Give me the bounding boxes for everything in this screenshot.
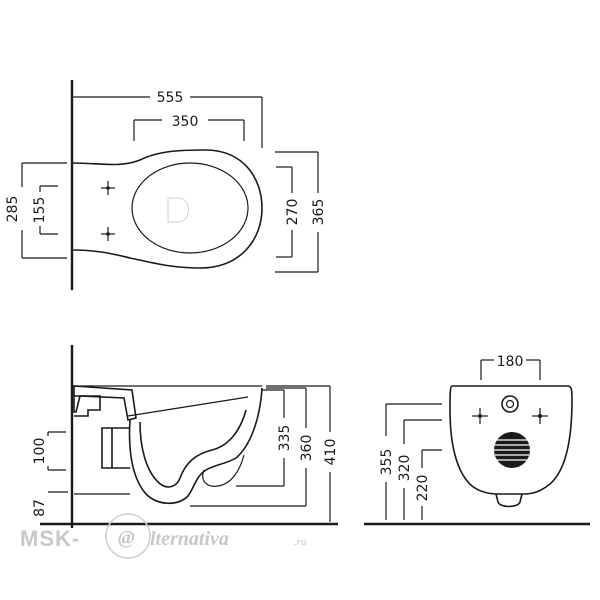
side-seat: [73, 385, 137, 421]
side-view: 100 87 335 360 410: [32, 345, 339, 528]
dim-180-label: 180: [497, 354, 524, 370]
front-inlet-ring: [501, 395, 519, 413]
dim-155-label: 155: [32, 197, 48, 224]
dim-350-label: 350: [172, 114, 199, 130]
dim-285: 285: [5, 162, 67, 259]
dim-100: 100: [32, 431, 66, 471]
top-view: 555 350 285 155: [5, 80, 327, 290]
front-inlet-core: [505, 399, 515, 409]
dim-360: 360: [190, 387, 315, 507]
dim-410: 410: [266, 385, 339, 522]
dim-365-label: 365: [311, 199, 327, 226]
watermark-tld: .ru: [294, 536, 307, 548]
dim-365: 365: [275, 151, 327, 273]
front-foot: [495, 493, 523, 508]
front-mount-hole-right: [532, 408, 548, 424]
dim-220-label: 220: [415, 475, 431, 502]
dim-335: 335: [236, 389, 293, 487]
dim-87: 87: [32, 491, 68, 517]
top-mount-hole-lower: [101, 227, 115, 241]
front-outlet-grille: [494, 432, 530, 468]
watermark-brand: MSK-: [20, 526, 80, 551]
dim-355-label: 355: [379, 449, 395, 476]
dim-270: 270: [276, 166, 301, 258]
front-mount-hole-left: [472, 408, 488, 424]
watermark-at: @: [118, 527, 135, 549]
front-body-outline: [449, 385, 573, 495]
watermark-logo: MSK- @ lternativa .ru: [20, 513, 307, 559]
top-bowl-outline: [71, 149, 263, 269]
dim-155: 155: [32, 185, 58, 235]
side-bowl-outer: [128, 387, 263, 505]
dim-320: 320: [397, 419, 442, 520]
side-trap-passage: [202, 454, 245, 487]
top-mount-hole-upper: [101, 181, 115, 195]
side-bowl-trap: [139, 409, 247, 488]
dim-100-label: 100: [32, 438, 48, 465]
dim-335-label: 335: [277, 425, 293, 452]
dim-355: 355: [379, 403, 442, 520]
dim-555-label: 555: [157, 90, 184, 106]
front-view: 180 355 320 220: [364, 354, 590, 526]
dim-220: 220: [415, 449, 442, 520]
dim-285-label: 285: [5, 196, 21, 223]
dim-270-label: 270: [285, 199, 301, 226]
watermark-rest: lternativa: [150, 528, 229, 550]
dim-87-label: 87: [32, 499, 48, 517]
side-outlet: [101, 427, 130, 469]
dim-555: 555: [72, 90, 263, 148]
watermark-ring-icon: [105, 513, 151, 559]
side-inlet: [74, 395, 101, 417]
side-seat-hinge-line: [127, 396, 249, 417]
top-drain-mark: [167, 197, 189, 223]
dim-350: 350: [133, 114, 245, 141]
dim-320-label: 320: [397, 455, 413, 482]
dim-360-label: 360: [299, 435, 315, 462]
top-seat-opening: [131, 162, 249, 254]
dim-410-label: 410: [323, 439, 339, 466]
dim-180: 180: [480, 354, 541, 380]
